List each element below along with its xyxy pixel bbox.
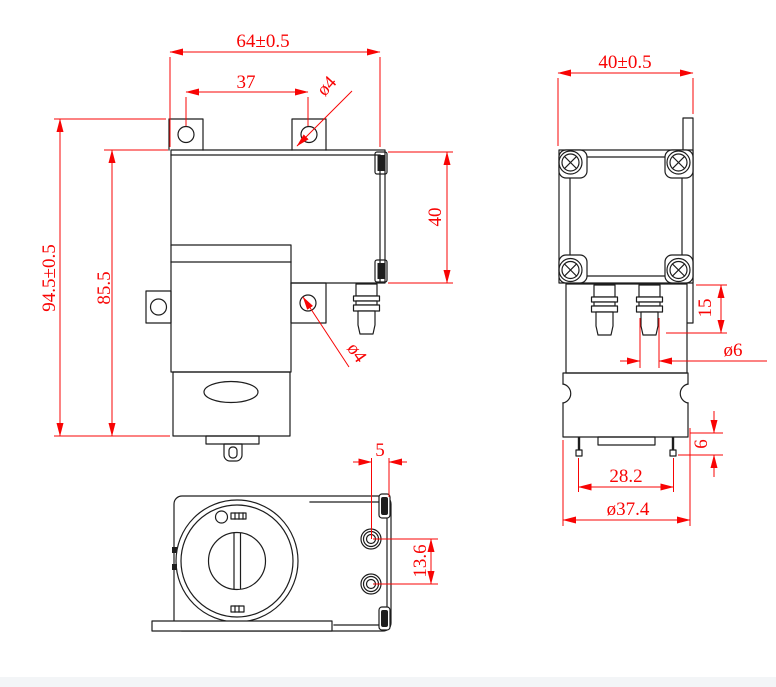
phillips-screw-icon bbox=[558, 257, 583, 283]
dim-side-overall-width: 40±0.5 bbox=[598, 52, 651, 73]
side-view-dimensions: 40±0.5 15 ø6 ø37.4 28.2 6 bbox=[557, 52, 767, 526]
front-view bbox=[145, 118, 388, 462]
head-plate bbox=[569, 156, 683, 277]
retainer-clip-top bbox=[378, 493, 391, 519]
phillips-screw-icon bbox=[558, 150, 583, 175]
side-tab-hole-right bbox=[299, 294, 317, 312]
front-view-dimensions: 64±0.5 37 ø4 94.5±0.5 85.5 40 ø4 bbox=[39, 31, 453, 437]
motor-side bbox=[562, 372, 689, 457]
phillips-screw-icon bbox=[666, 257, 691, 283]
base-plate bbox=[151, 620, 333, 632]
terminal-tab-slot bbox=[228, 446, 238, 459]
phillips-screw-icon bbox=[666, 150, 691, 175]
dim-terminal-pin-length: 6 bbox=[691, 439, 712, 449]
side-view bbox=[558, 117, 694, 457]
hose-barb-front bbox=[352, 283, 381, 335]
dim-port-edge-offset: 5 bbox=[375, 440, 385, 461]
motor-bearing-boss bbox=[207, 531, 267, 591]
motor-end-cap-side bbox=[597, 436, 656, 446]
motor-end-inner-ring bbox=[180, 504, 294, 618]
hose-barb-left bbox=[590, 284, 619, 336]
dim-port-length: 15 bbox=[695, 299, 716, 318]
dim-terminal-pin-spacing: 28.2 bbox=[609, 466, 642, 487]
pump-body-block bbox=[170, 244, 292, 373]
terminal-pin-tip bbox=[669, 449, 677, 457]
motor-notch-left bbox=[562, 383, 572, 404]
dim-motor-diameter: ø37.4 bbox=[607, 499, 650, 520]
vent-hole bbox=[214, 510, 229, 524]
motor-notch-right bbox=[679, 383, 689, 404]
terminal-slot-top bbox=[230, 512, 247, 520]
side-tab-hole-left bbox=[149, 298, 168, 316]
dim-port-center-spacing: 13.6 bbox=[410, 544, 431, 577]
terminal-pin-tip bbox=[575, 449, 583, 457]
retainer-clip-top bbox=[374, 151, 388, 175]
dim-front-overall-height: 94.5±0.5 bbox=[39, 244, 60, 311]
side-tab-left bbox=[145, 290, 172, 324]
retainer-clip-bottom bbox=[374, 259, 388, 283]
left-edge-clip bbox=[172, 564, 177, 570]
bottom-view bbox=[151, 493, 392, 632]
mount-ear-right bbox=[291, 118, 327, 151]
dim-head-height: 40 bbox=[425, 208, 446, 227]
dim-mount-hole-spacing: 37 bbox=[237, 72, 256, 93]
pump-head-outline bbox=[170, 149, 386, 284]
bottom-inner-edges bbox=[309, 499, 388, 628]
mount-hole-left bbox=[177, 125, 195, 144]
dim-front-overall-width: 64±0.5 bbox=[236, 31, 289, 52]
shaft-slot bbox=[233, 532, 242, 590]
terminal-slot-bottom bbox=[230, 605, 245, 613]
dim-body-height: 85.5 bbox=[94, 271, 115, 304]
dim-port-diameter: ø6 bbox=[724, 340, 743, 361]
motor-vent-slot bbox=[203, 380, 259, 404]
motor-end-cap bbox=[205, 435, 260, 445]
left-edge-clip bbox=[172, 547, 177, 553]
bottom-view-dimensions: 5 13.6 bbox=[353, 440, 438, 585]
terminal-tab bbox=[223, 443, 243, 462]
side-tab-right bbox=[290, 282, 327, 324]
bottom-body bbox=[173, 495, 392, 632]
retainer-clip-bottom bbox=[378, 606, 391, 631]
hose-barb-right bbox=[635, 284, 664, 336]
pump-body-side bbox=[565, 283, 688, 374]
page-edge-strip bbox=[0, 677, 776, 687]
dim-mount-hole-diameter: ø4 bbox=[313, 72, 342, 101]
